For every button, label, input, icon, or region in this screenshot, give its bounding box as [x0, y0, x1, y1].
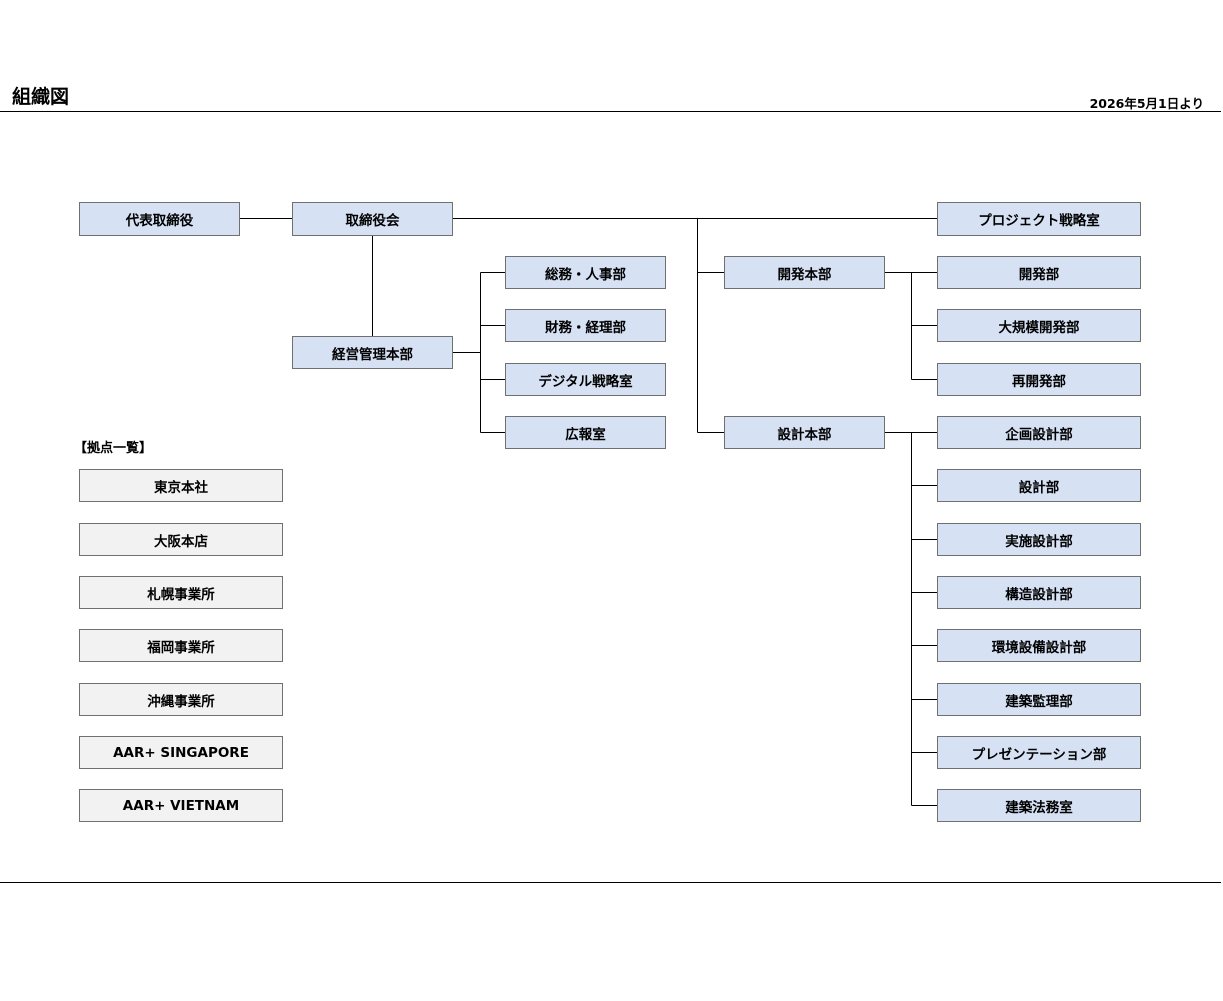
page-title: 組織図	[12, 86, 70, 108]
design-hq-box: 設計本部	[724, 416, 885, 449]
location-box: 福岡事業所	[79, 629, 283, 662]
admin-hq-box: 経営管理本部	[292, 336, 453, 369]
design-dept-box: 設計部	[937, 469, 1141, 502]
bottom-rule	[0, 882, 1221, 883]
top-rule	[0, 111, 1221, 112]
dev-dept-box: 大規模開発部	[937, 309, 1141, 342]
location-box: 札幌事業所	[79, 576, 283, 609]
design-dept-box: 建築監理部	[937, 683, 1141, 716]
design-dept-box: 企画設計部	[937, 416, 1141, 449]
dev-dept-box: 開発部	[937, 256, 1141, 289]
location-box: 沖縄事業所	[79, 683, 283, 716]
admin-dept-box: デジタル戦略室	[505, 363, 666, 396]
location-box: 東京本社	[79, 469, 283, 502]
admin-dept-box: 広報室	[505, 416, 666, 449]
design-dept-box: 建築法務室	[937, 789, 1141, 822]
design-dept-box: 構造設計部	[937, 576, 1141, 609]
location-box: AAR+ VIETNAM	[79, 789, 283, 822]
location-box: AAR+ SINGAPORE	[79, 736, 283, 769]
dev-dept-box: 再開発部	[937, 363, 1141, 396]
locations-heading: 【拠点一覧】	[74, 441, 153, 456]
design-dept-box: プレゼンテーション部	[937, 736, 1141, 769]
project-office-box: プロジェクト戦略室	[937, 202, 1141, 236]
admin-dept-box: 財務・経理部	[505, 309, 666, 342]
ceo-box: 代表取締役	[79, 202, 240, 236]
design-dept-box: 実施設計部	[937, 523, 1141, 556]
effective-date: 2026年5月1日より	[1089, 96, 1204, 111]
board-box: 取締役会	[292, 202, 453, 236]
design-dept-box: 環境設備設計部	[937, 629, 1141, 662]
dev-hq-box: 開発本部	[724, 256, 885, 289]
location-box: 大阪本店	[79, 523, 283, 556]
admin-dept-box: 総務・人事部	[505, 256, 666, 289]
